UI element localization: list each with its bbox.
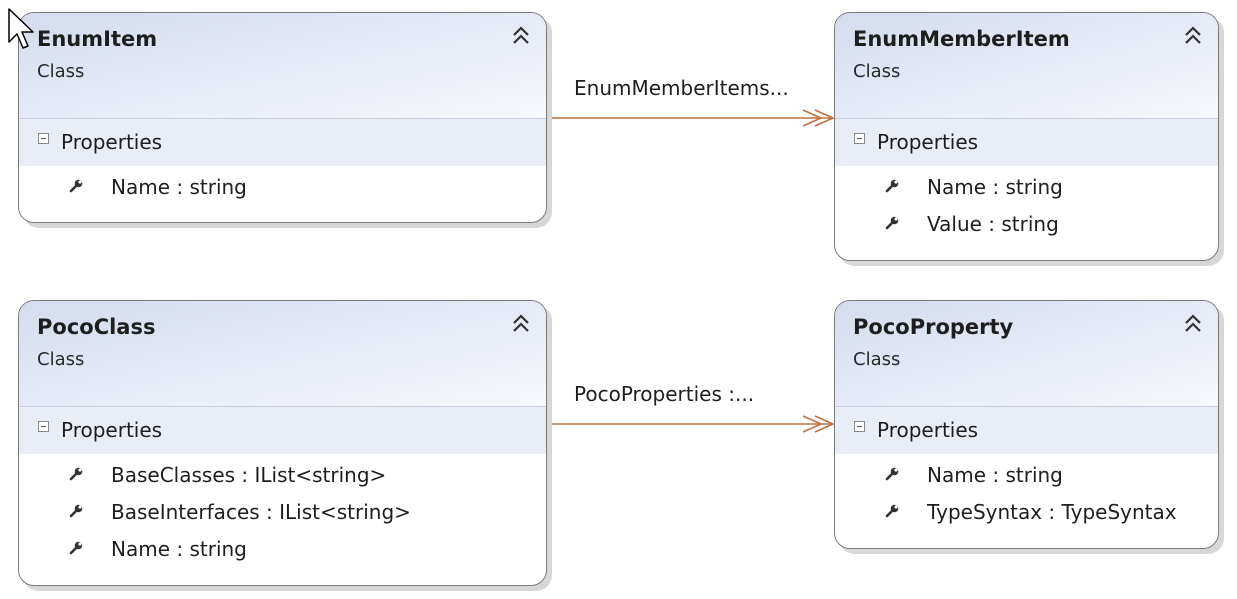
member-row[interactable]: Name : string bbox=[19, 173, 546, 210]
double-chevron-up-icon[interactable] bbox=[510, 25, 532, 47]
class-name: EnumMemberItem bbox=[853, 27, 1070, 51]
class-kind: Class bbox=[853, 349, 901, 370]
member-list: Name : string bbox=[19, 166, 546, 210]
member-row[interactable]: Name : string bbox=[835, 461, 1218, 498]
class-header[interactable]: EnumMemberItem Class bbox=[835, 13, 1218, 119]
class-kind: Class bbox=[37, 349, 85, 370]
minus-box-icon[interactable] bbox=[38, 133, 49, 144]
compartment-header-properties[interactable]: Properties bbox=[19, 407, 546, 454]
class-shape-enum-member-item[interactable]: EnumMemberItem Class Properties Name : s… bbox=[834, 12, 1219, 261]
member-text: BaseInterfaces : IList<string> bbox=[111, 500, 411, 524]
member-row[interactable]: Value : string bbox=[835, 210, 1218, 247]
wrench-icon bbox=[69, 541, 83, 555]
association-line-poco-properties bbox=[546, 415, 835, 433]
compartment-header-properties[interactable]: Properties bbox=[19, 119, 546, 166]
class-header[interactable]: PocoProperty Class bbox=[835, 301, 1218, 407]
compartment-label: Properties bbox=[61, 418, 163, 442]
wrench-icon bbox=[885, 467, 899, 481]
wrench-icon bbox=[885, 504, 899, 518]
compartment-header-properties[interactable]: Properties bbox=[835, 407, 1218, 454]
wrench-icon bbox=[69, 179, 83, 193]
wrench-icon bbox=[885, 216, 899, 230]
member-text: Value : string bbox=[927, 212, 1059, 236]
member-row[interactable]: BaseClasses : IList<string> bbox=[19, 461, 546, 498]
member-text: BaseClasses : IList<string> bbox=[111, 463, 387, 487]
compartment-label: Properties bbox=[877, 418, 979, 442]
member-list: BaseClasses : IList<string> BaseInterfac… bbox=[19, 454, 546, 572]
class-name: EnumItem bbox=[37, 27, 158, 51]
class-shape-poco-class[interactable]: PocoClass Class Properties BaseClasses :… bbox=[18, 300, 547, 586]
member-text: Name : string bbox=[111, 175, 247, 199]
compartment-label: Properties bbox=[877, 130, 979, 154]
class-kind: Class bbox=[853, 61, 901, 82]
compartment-label: Properties bbox=[61, 130, 163, 154]
minus-box-icon[interactable] bbox=[38, 421, 49, 432]
mouse-cursor-icon bbox=[8, 8, 34, 49]
double-chevron-up-icon[interactable] bbox=[1182, 25, 1204, 47]
association-label-poco-properties[interactable]: PocoProperties :... bbox=[574, 382, 755, 406]
class-kind: Class bbox=[37, 61, 85, 82]
class-header[interactable]: EnumItem Class bbox=[19, 13, 546, 119]
wrench-icon bbox=[69, 467, 83, 481]
member-row[interactable]: Name : string bbox=[835, 173, 1218, 210]
wrench-icon bbox=[885, 179, 899, 193]
member-list: Name : string Value : string bbox=[835, 166, 1218, 247]
member-text: Name : string bbox=[927, 175, 1063, 199]
wrench-icon bbox=[69, 504, 83, 518]
class-shape-enum-item[interactable]: EnumItem Class Properties Name : string bbox=[18, 12, 547, 223]
member-list: Name : string TypeSyntax : TypeSyntax bbox=[835, 454, 1218, 535]
double-chevron-up-icon[interactable] bbox=[1182, 313, 1204, 335]
minus-box-icon[interactable] bbox=[854, 421, 865, 432]
class-name: PocoProperty bbox=[853, 315, 1014, 339]
member-row[interactable]: TypeSyntax : TypeSyntax bbox=[835, 498, 1218, 535]
association-line-enum-member-items bbox=[546, 109, 835, 127]
member-text: TypeSyntax : TypeSyntax bbox=[927, 500, 1177, 524]
class-header[interactable]: PocoClass Class bbox=[19, 301, 546, 407]
member-row[interactable]: Name : string bbox=[19, 535, 546, 572]
compartment-header-properties[interactable]: Properties bbox=[835, 119, 1218, 166]
class-shape-poco-property[interactable]: PocoProperty Class Properties Name : str… bbox=[834, 300, 1219, 549]
double-chevron-up-icon[interactable] bbox=[510, 313, 532, 335]
member-row[interactable]: BaseInterfaces : IList<string> bbox=[19, 498, 546, 535]
association-label-enum-member-items[interactable]: EnumMemberItems... bbox=[574, 76, 789, 100]
class-name: PocoClass bbox=[37, 315, 156, 339]
member-text: Name : string bbox=[927, 463, 1063, 487]
minus-box-icon[interactable] bbox=[854, 133, 865, 144]
member-text: Name : string bbox=[111, 537, 247, 561]
